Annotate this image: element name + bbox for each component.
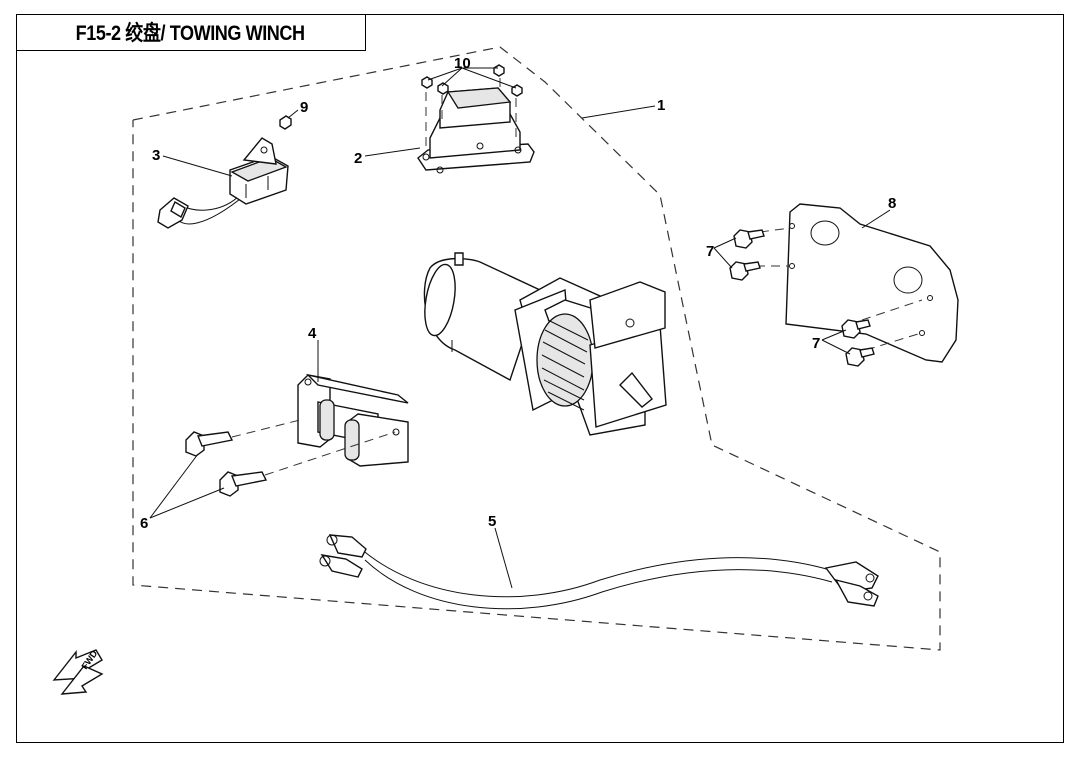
part-4-roller-fairlead	[231, 373, 409, 476]
callout-7-lower: 7	[812, 335, 820, 352]
callout-6: 6	[140, 515, 148, 532]
part-3-sensor-harness	[157, 137, 289, 229]
part-7-bolts	[729, 229, 875, 367]
winch-body	[423, 252, 667, 436]
forward-direction-arrow[interactable]: FWD	[52, 648, 104, 695]
part-8-mounting-plate	[756, 203, 959, 363]
callout-2: 2	[354, 150, 362, 167]
callout-7-upper: 7	[706, 243, 714, 260]
part-2-contactor-box	[417, 78, 535, 174]
callout-8: 8	[888, 195, 896, 212]
page-title: F15-2 绞盘/ TOWING WINCH	[75, 22, 305, 45]
callout-9: 9	[300, 99, 308, 116]
callout-3: 3	[152, 147, 160, 164]
callout-10: 10	[454, 55, 471, 72]
part-9-screw	[279, 115, 292, 130]
assembly-boundary	[132, 46, 941, 651]
leader-lines	[149, 67, 891, 589]
callout-1: 1	[657, 97, 665, 114]
callout-4: 4	[308, 325, 317, 342]
part-6-bolts	[185, 431, 268, 497]
callout-5: 5	[488, 513, 496, 530]
title-box: F15-2 绞盘/ TOWING WINCH	[16, 14, 366, 51]
part-5-battery-cable	[319, 534, 879, 610]
drawing-frame	[16, 14, 1064, 743]
